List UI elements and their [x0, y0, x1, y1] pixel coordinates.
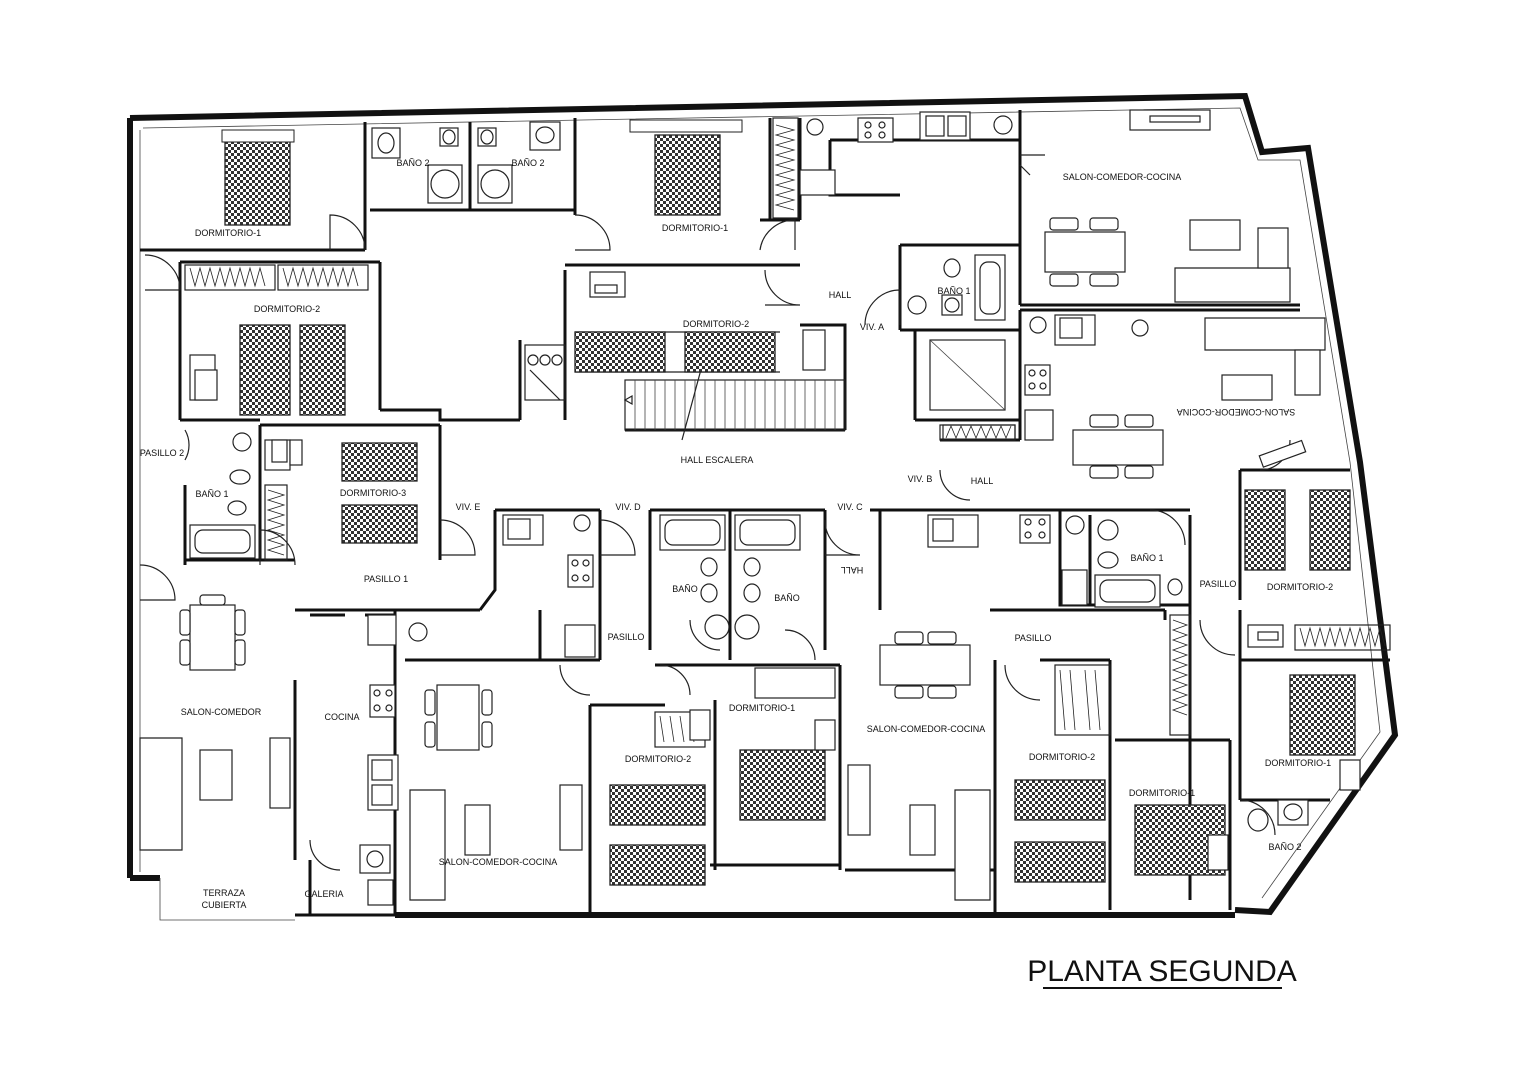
- label-pasillo-e: PASILLO: [1200, 579, 1237, 589]
- label-dormitorio2-s: DORMITORIO-2: [625, 754, 691, 764]
- label-hall-top: HALL: [829, 290, 852, 300]
- label-viv-d: VIV. D: [615, 502, 641, 512]
- kitchen-fixtures: [271, 111, 1149, 906]
- bed-single: [684, 331, 776, 373]
- bed-single: [609, 844, 706, 886]
- label-salon-comedor-cocina-e: SALON-COMEDOR-COCINA: [1177, 407, 1296, 417]
- label-hall-escalera: HALL ESCALERA: [681, 455, 754, 465]
- label-pasillo2: PASILLO 2: [140, 448, 184, 458]
- living-furniture: [139, 109, 1361, 901]
- label-terraza: TERRAZA: [203, 888, 245, 898]
- bed-single: [1014, 841, 1106, 883]
- label-salon-comedor-cocina-s: SALON-COMEDOR-COCINA: [867, 724, 986, 734]
- label-dormitorio3: DORMITORIO-3: [340, 488, 406, 498]
- closets: [184, 117, 1391, 748]
- interior-walls: [140, 110, 1390, 915]
- page-title: PLANTA SEGUNDA: [1027, 955, 1297, 988]
- label-bano1-w: BAÑO 1: [195, 489, 228, 499]
- label-dormitorio1-n: DORMITORIO-1: [662, 223, 728, 233]
- label-dormitorio1-s: DORMITORIO-1: [729, 703, 795, 713]
- label-cubierta: CUBIERTA: [202, 900, 247, 910]
- bed-single: [574, 331, 666, 373]
- label-bano1-top: BAÑO 1: [937, 286, 970, 296]
- bed-double: [1289, 674, 1356, 756]
- label-dormitorio2-w: DORMITORIO-2: [254, 304, 320, 314]
- label-bano2-a: BAÑO 2: [396, 158, 429, 168]
- label-hall-mid: HALL: [971, 476, 994, 486]
- label-bano2-se: BAÑO 2: [1268, 842, 1301, 852]
- label-viv-e: VIV. E: [456, 502, 481, 512]
- outer-walls: [127, 92, 1399, 921]
- bed-single: [341, 442, 418, 482]
- label-dormitorio1-nw: DORMITORIO-1: [195, 228, 261, 238]
- bed-single: [1309, 489, 1351, 571]
- label-dormitorio2-sc: DORMITORIO-2: [1029, 752, 1095, 762]
- label-dormitorio2-e: DORMITORIO-2: [1267, 582, 1333, 592]
- label-pasillo-d: PASILLO: [608, 632, 645, 642]
- label-dormitorio1-se: DORMITORIO-1: [1265, 758, 1331, 768]
- label-viv-c: VIV. C: [837, 502, 863, 512]
- bed-double: [739, 749, 826, 821]
- bathroom-fixtures: [189, 121, 1309, 832]
- label-viv-a: VIV. A: [860, 322, 884, 332]
- bed-single: [341, 504, 418, 544]
- label-viv-b: VIV. B: [908, 474, 933, 484]
- label-pasillo1: PASILLO 1: [364, 574, 408, 584]
- label-bano1-c: BAÑO 1: [1130, 553, 1163, 563]
- label-salon-comedor-sw: SALON-COMEDOR: [181, 707, 262, 717]
- room-labels: DORMITORIO-1 BAÑO 2 BAÑO 2 DORMITORIO-1 …: [140, 158, 1333, 910]
- label-dormitorio1-sc: DORMITORIO-1: [1129, 788, 1195, 798]
- label-dormitorio2-center: DORMITORIO-2: [683, 319, 749, 329]
- bed-single: [609, 784, 706, 826]
- label-pasillo-c: PASILLO: [1015, 633, 1052, 643]
- bed-single: [1014, 779, 1106, 821]
- bed-single: [1244, 489, 1286, 571]
- bed-double: [654, 134, 721, 216]
- plan-title: PLANTA SEGUNDA: [1027, 955, 1297, 989]
- bed-double: [224, 139, 291, 226]
- label-salon-comedor-cocina-ne: SALON-COMEDOR-COCINA: [1063, 172, 1182, 182]
- label-cocina-sw: COCINA: [324, 712, 359, 722]
- bed-single: [299, 324, 346, 416]
- label-hall-rot: HALL: [841, 565, 864, 575]
- label-salon-comedor-cocina-sw2: SALON-COMEDOR-COCINA: [439, 857, 558, 867]
- label-bano2-b: BAÑO 2: [511, 158, 544, 168]
- bed-single: [239, 324, 291, 416]
- label-bano-left: BAÑO: [672, 584, 698, 594]
- label-bano-right: BAÑO: [774, 593, 800, 603]
- label-galeria: GALERIA: [304, 889, 343, 899]
